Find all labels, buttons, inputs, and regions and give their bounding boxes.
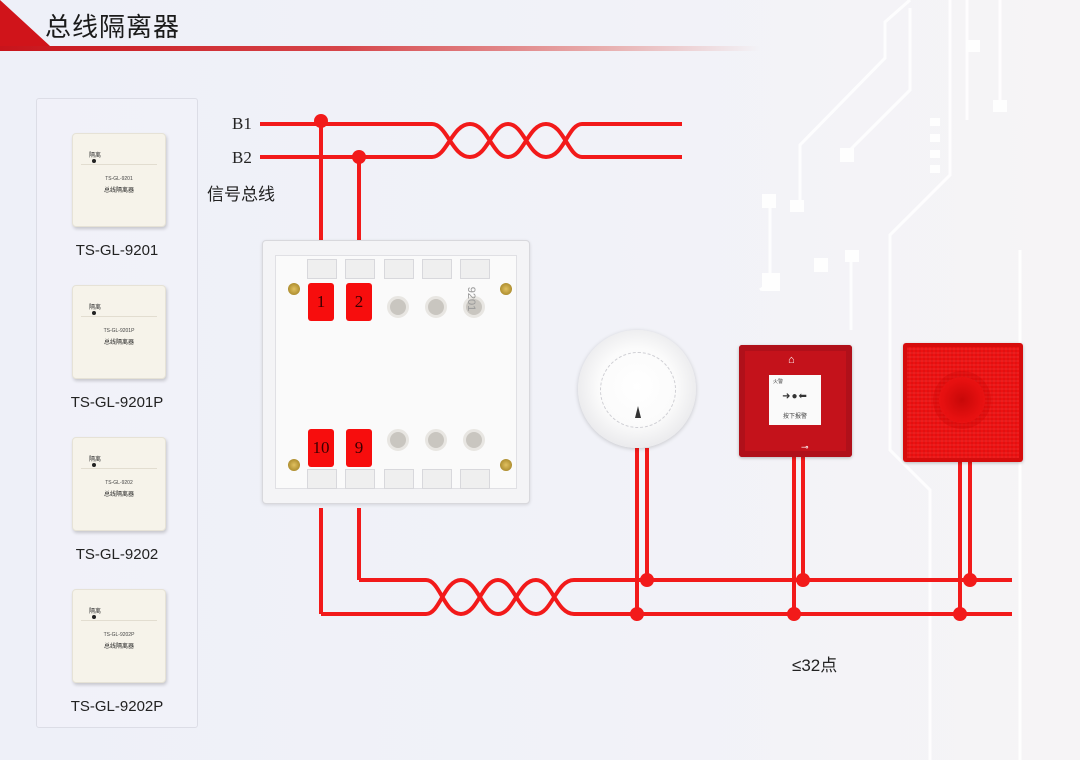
- junction-dot: [314, 114, 328, 128]
- bus-b1-label: B1: [232, 114, 252, 133]
- product-list-panel: 隔离 TS-GL-9201 总线隔离器 TS-GL-9201 隔离 TS-GL-…: [36, 98, 198, 728]
- faceplate-model: TS-GL-9201P: [103, 328, 135, 334]
- terminal-clip: [384, 469, 414, 489]
- led-label: 隔离: [89, 153, 102, 159]
- terminal-clip: [345, 259, 375, 279]
- product-image: 隔离 TS-GL-9202 总线隔离器: [72, 437, 166, 531]
- led-label: 隔离: [89, 305, 102, 311]
- junction-dot: [630, 607, 644, 621]
- faceplate-name: 总线隔离器: [103, 188, 134, 194]
- faceplate-model: TS-GL-9201: [105, 176, 133, 182]
- faceplate-name: 总线隔离器: [103, 340, 134, 346]
- screw-icon: [500, 459, 512, 471]
- led-indicator-icon: [92, 311, 96, 315]
- product-item: 隔离 TS-GL-9201 总线隔离器 TS-GL-9201: [37, 129, 197, 279]
- press-arrows-icon: ➜●⬅: [782, 391, 808, 402]
- junction-dot: [963, 573, 977, 587]
- call-point-window: 火警 ➜●⬅ 按下报警: [769, 375, 821, 425]
- twisted-pair: [425, 577, 575, 617]
- capacity-note: ≤32点: [792, 656, 838, 675]
- screw-icon: [288, 459, 300, 471]
- terminal-socket: [425, 296, 447, 318]
- call-point-top-label: 火警: [773, 379, 784, 385]
- product-image: 隔离 TS-GL-9201 总线隔离器: [72, 133, 166, 227]
- faceplate-name: 总线隔离器: [103, 644, 134, 650]
- terminal-clip: [345, 469, 375, 489]
- slide-header: 总线隔离器: [0, 0, 1080, 60]
- faceplate-seam: [81, 468, 157, 469]
- key-icon: ⊸: [801, 442, 809, 452]
- sounder-strobe: [903, 343, 1023, 462]
- product-image: 隔离 TS-GL-9202P 总线隔离器: [72, 589, 166, 683]
- product-model-label: TS-GL-9202P: [70, 698, 164, 715]
- detector-chamber: [600, 352, 676, 428]
- product-model-label: TS-GL-9202: [75, 546, 159, 563]
- faceplate-name: 总线隔离器: [103, 492, 134, 498]
- detector-led-icon: [635, 406, 641, 418]
- isolator-base: 1 2 10 9 9201: [262, 240, 530, 504]
- fire-house-icon: ⌂: [788, 354, 795, 366]
- smoke-detector: [578, 330, 696, 448]
- terminal-clip: [307, 469, 337, 489]
- faceplate-seam: [81, 164, 157, 165]
- led-indicator-icon: [92, 463, 96, 467]
- led-label: 隔离: [89, 609, 102, 615]
- led-indicator-icon: [92, 159, 96, 163]
- terminal-clip: [460, 259, 490, 279]
- twisted-pair: [431, 121, 583, 160]
- terminal-clip: [460, 469, 490, 489]
- junction-dot: [787, 607, 801, 621]
- terminal-socket: [387, 429, 409, 451]
- terminal-socket: [463, 296, 485, 318]
- header-divider: [0, 46, 760, 51]
- terminal-socket: [425, 429, 447, 451]
- call-point-label: 按下报警: [782, 414, 807, 420]
- screw-icon: [500, 283, 512, 295]
- signal-bus-label: 信号总线: [207, 185, 275, 205]
- faceplate-model: TS-GL-9202P: [103, 632, 135, 638]
- terminal-2: 2: [346, 283, 372, 321]
- product-image: 隔离 TS-GL-9201P 总线隔离器: [72, 285, 166, 379]
- terminal-10: 10: [308, 429, 334, 467]
- terminal-clip: [307, 259, 337, 279]
- faceplate-seam: [81, 620, 157, 621]
- junction-dot: [953, 607, 967, 621]
- junction-dot: [352, 150, 366, 164]
- faceplate-seam: [81, 316, 157, 317]
- terminal-socket: [463, 429, 485, 451]
- bus-b2-label: B2: [232, 148, 252, 167]
- header-accent-triangle: [0, 0, 50, 46]
- manual-call-point: ⌂ 火警 ➜●⬅ 按下报警 ⊸: [739, 345, 852, 457]
- product-model-label: TS-GL-9201P: [70, 394, 164, 411]
- product-item: 隔离 TS-GL-9202 总线隔离器 TS-GL-9202: [37, 433, 197, 583]
- base-model-code: 9201: [465, 286, 478, 312]
- screw-icon: [288, 283, 300, 295]
- led-label: 隔离: [89, 457, 102, 463]
- terminal-clip: [422, 469, 452, 489]
- junction-dot: [796, 573, 810, 587]
- page-title: 总线隔离器: [45, 13, 181, 43]
- terminal-clip: [422, 259, 452, 279]
- product-model-label: TS-GL-9201: [75, 242, 159, 259]
- junction-dot: [640, 573, 654, 587]
- terminal-socket: [387, 296, 409, 318]
- terminal-clip: [384, 259, 414, 279]
- product-item: 隔离 TS-GL-9201P 总线隔离器 TS-GL-9201P: [37, 281, 197, 431]
- led-indicator-icon: [92, 615, 96, 619]
- terminal-1: 1: [308, 283, 334, 321]
- strobe-lens: [939, 377, 985, 423]
- terminal-9: 9: [346, 429, 372, 467]
- faceplate-model: TS-GL-9202: [105, 480, 133, 486]
- product-item: 隔离 TS-GL-9202P 总线隔离器 TS-GL-9202P: [37, 585, 197, 735]
